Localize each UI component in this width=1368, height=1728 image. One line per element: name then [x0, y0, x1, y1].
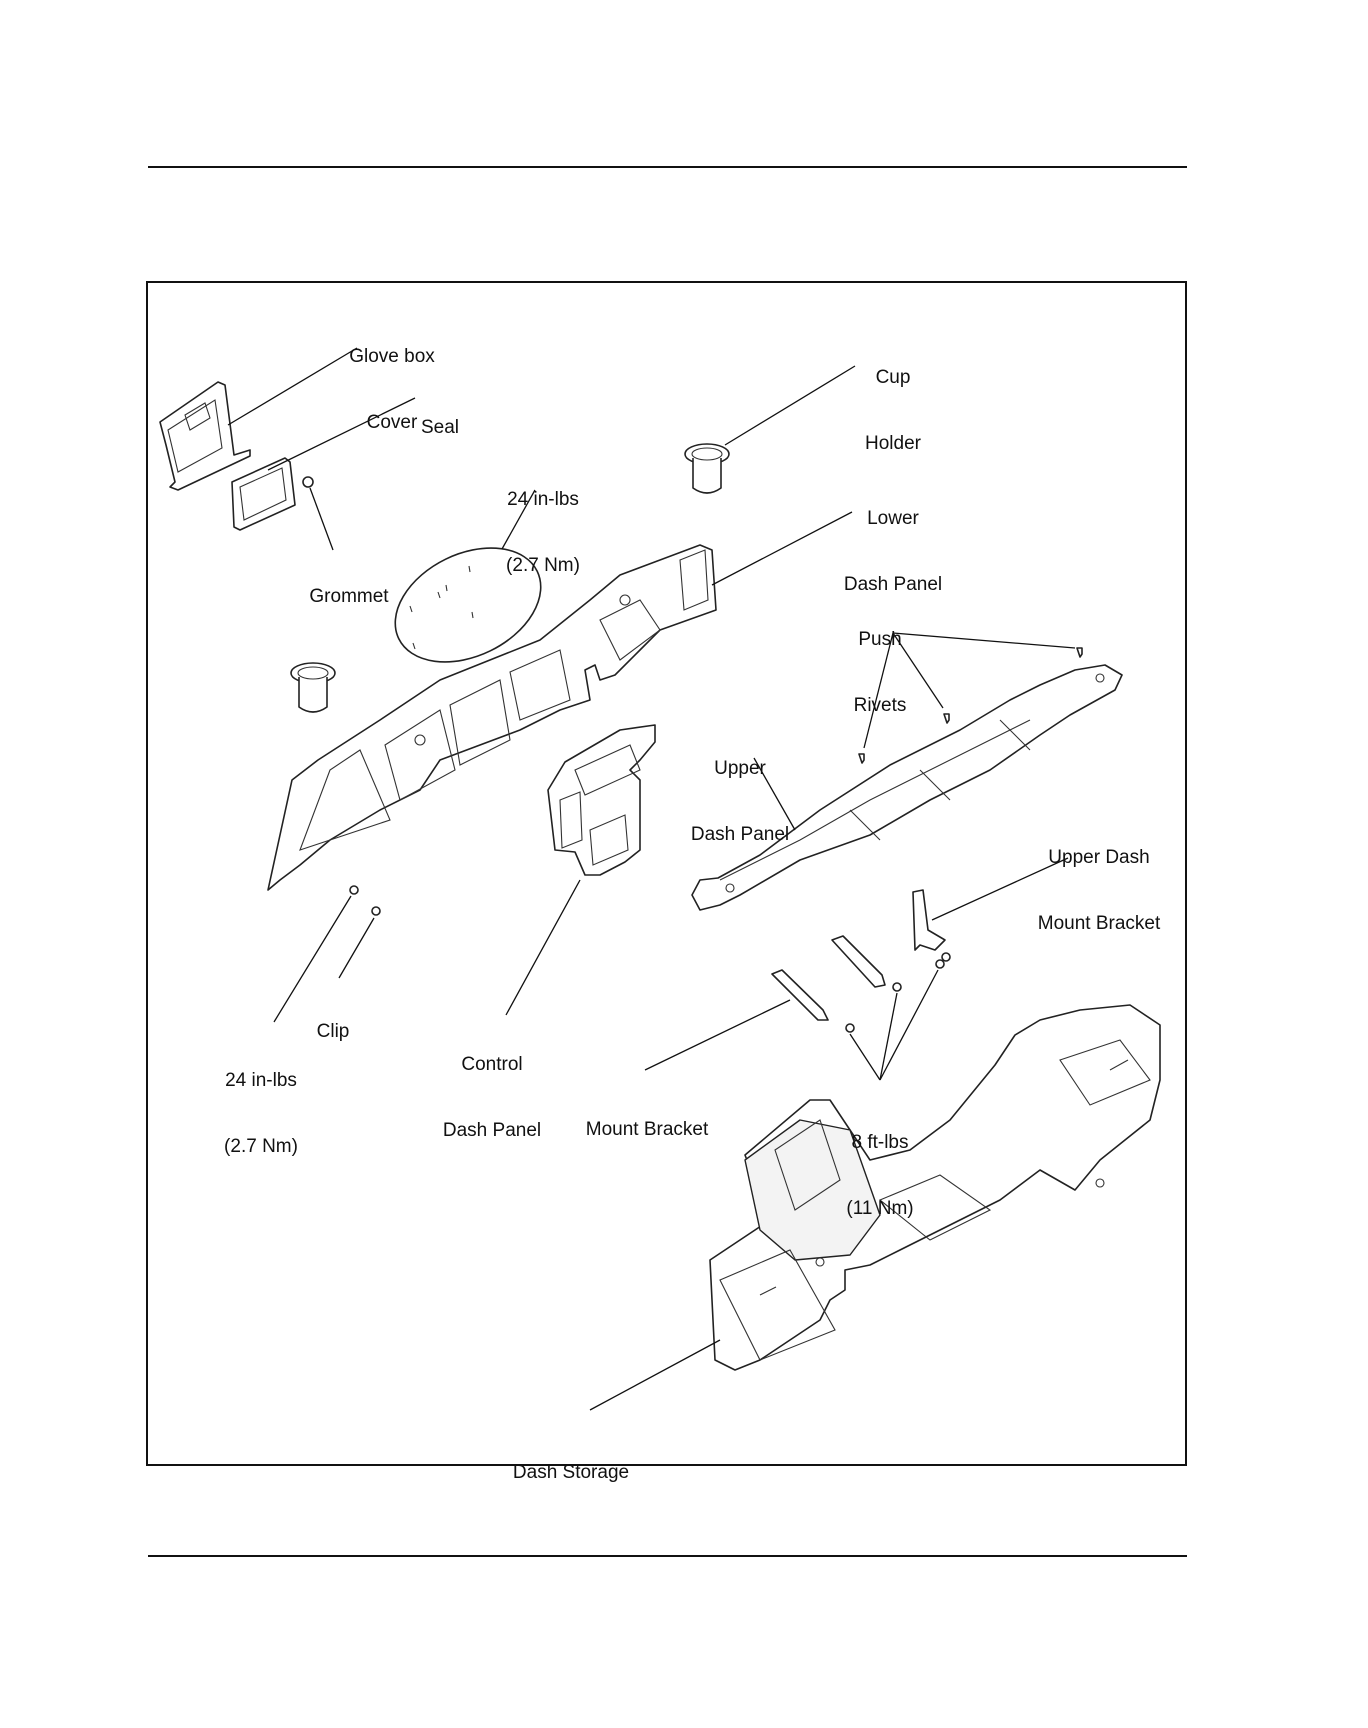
bracket-screw-parts	[845, 952, 951, 1033]
label-push-rivets: Push Rivets	[853, 629, 907, 716]
label-grommet: Grommet	[309, 586, 389, 607]
label-control-dash-panel: Control Dash Panel	[442, 1054, 542, 1141]
leader-seal	[267, 397, 416, 471]
grommet-part	[302, 476, 314, 488]
control-dash-panel-part	[547, 724, 656, 876]
leader-dash-storage	[589, 1339, 721, 1411]
label-cup-holder: Cup Holder	[865, 367, 921, 454]
leader-clip	[338, 917, 375, 979]
leader-grommet	[309, 487, 334, 551]
mount-bracket-left-part	[771, 969, 829, 1021]
upper-dash-panel-part	[691, 664, 1123, 911]
leader-push-rivet-3	[892, 632, 1076, 649]
label-lower-dash-panel: Lower Dash Panel	[843, 508, 943, 595]
figure-frame	[146, 281, 1187, 1466]
label-dash-storage: Dash Storage	[512, 1462, 630, 1483]
fastener-part	[349, 885, 359, 895]
label-upper-dash-mount-bracket: Upper Dash Mount Bracket	[1037, 847, 1161, 934]
leader-push-rivet-1	[863, 632, 894, 749]
fastener-group	[394, 547, 542, 663]
leader-cup-holder	[724, 365, 856, 446]
seal-part	[231, 457, 296, 531]
leader-torque-bracket-2	[879, 992, 898, 1081]
label-seal: Seal	[420, 417, 460, 438]
leader-glove-box-cover	[227, 347, 358, 426]
label-glove-box-cover: Glove box Cover	[349, 346, 435, 433]
label-clip: Clip	[316, 1021, 350, 1042]
leader-push-rivet-2	[892, 632, 944, 709]
glove-box-cover-part	[159, 381, 251, 491]
leader-control-dash-panel	[505, 879, 581, 1016]
leader-torque-bottom	[273, 895, 352, 1023]
label-upper-dash-panel: Upper Dash Panel	[690, 758, 790, 845]
label-torque-bottom: 24 in-lbs (2.7 Nm)	[224, 1070, 298, 1157]
leader-torque-top	[501, 489, 536, 550]
label-torque-top: 24 in-lbs (2.7 Nm)	[506, 489, 580, 576]
label-torque-bracket: 8 ft-lbs (11 Nm)	[846, 1132, 914, 1219]
leader-upper-dash-panel	[753, 757, 796, 831]
push-rivet-parts	[858, 647, 1083, 764]
cup-holder-part	[684, 443, 730, 494]
mount-bracket-part	[831, 935, 886, 988]
leader-upper-dash-mount-bracket	[931, 857, 1069, 921]
leader-mount-bracket	[644, 999, 791, 1071]
upper-dash-mount-bracket-part	[912, 889, 946, 951]
leader-lower-dash-panel	[711, 511, 853, 586]
leader-torque-bracket-1	[849, 1033, 881, 1081]
cup-holder-left-part	[290, 662, 336, 713]
footer-rule	[148, 1555, 1187, 1557]
label-mount-bracket: Mount Bracket	[585, 1119, 709, 1140]
dash-storage-part	[709, 1004, 1161, 1371]
leader-torque-bracket-3	[879, 969, 939, 1081]
lower-dash-panel-part	[267, 544, 717, 891]
clip-part	[371, 906, 381, 916]
header-rule	[148, 166, 1187, 168]
